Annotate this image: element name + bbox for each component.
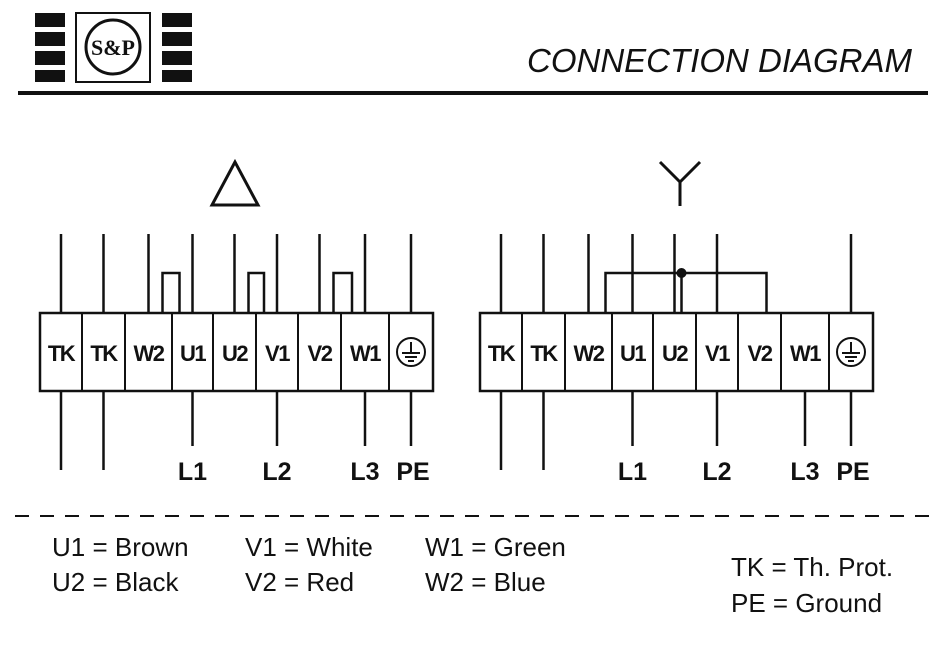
delta-symbol-icon xyxy=(209,158,261,207)
jumper-link xyxy=(161,271,181,313)
terminal-label: U1 xyxy=(180,341,206,366)
jumper-link xyxy=(247,271,266,313)
terminal-label: W2 xyxy=(574,341,605,366)
ground-icon xyxy=(396,337,426,367)
supply-line-label: PE xyxy=(836,458,869,486)
supply-line-label: L1 xyxy=(618,458,647,486)
supply-line-label: L3 xyxy=(350,458,379,486)
terminal-label: W1 xyxy=(350,341,381,366)
ground-icon xyxy=(836,337,866,367)
header-rule xyxy=(18,91,928,95)
legend-v2: V2 = Red xyxy=(245,567,355,597)
terminal-label: U1 xyxy=(620,341,646,366)
terminal-label: V2 xyxy=(748,341,773,366)
terminal-label: TK xyxy=(530,341,558,366)
terminal-label: V1 xyxy=(705,341,730,366)
legend-w1: W1 = Green xyxy=(425,532,566,562)
terminal-label: TK xyxy=(48,341,76,366)
legend-u2: U2 = Black xyxy=(52,567,179,597)
star-link xyxy=(604,271,768,313)
supply-line-label: PE xyxy=(396,458,429,486)
terminal-block-frame xyxy=(38,311,435,393)
legend-pe: PE = Ground xyxy=(731,588,883,618)
legend-w2: W2 = Blue xyxy=(425,567,546,597)
terminal-label: U2 xyxy=(662,341,688,366)
terminal-block-frame xyxy=(478,311,875,393)
jumper-link xyxy=(332,271,354,313)
terminal-label: W1 xyxy=(790,341,821,366)
terminal-label: U2 xyxy=(222,341,248,366)
brand-logo: S&P xyxy=(35,12,192,83)
legend-u1: U1 = Brown xyxy=(52,532,189,562)
page-title: CONNECTION DIAGRAM xyxy=(527,42,913,79)
supply-line-label: L1 xyxy=(178,458,207,486)
terminal-label: TK xyxy=(488,341,516,366)
supply-line-label: L2 xyxy=(262,458,291,486)
legend-v1: V1 = White xyxy=(245,532,373,562)
terminal-label: V1 xyxy=(265,341,290,366)
supply-line-label: L2 xyxy=(702,458,731,486)
supply-line-label: L3 xyxy=(790,458,819,486)
logo-text: S&P xyxy=(91,35,135,60)
legend-tk: TK = Th. Prot. xyxy=(731,552,894,582)
terminal-label: W2 xyxy=(134,341,165,366)
terminal-label: V2 xyxy=(308,341,333,366)
star-symbol-icon xyxy=(658,160,702,206)
terminal-label: TK xyxy=(90,341,118,366)
